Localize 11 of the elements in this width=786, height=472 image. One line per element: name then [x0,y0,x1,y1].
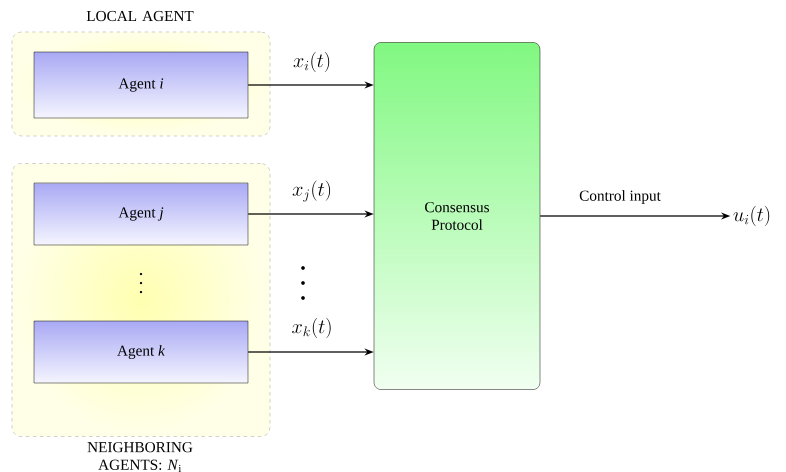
agent-box: Agentj [34,182,248,246]
edge-label: Control input [580,190,661,204]
group-heading: LOCAL AGENT [86,10,194,22]
edge-label: $x_k(t)$ [292,318,331,338]
protocol-box: Consensus Protocol [374,42,540,390]
edge-label: $x_i(t)$ [294,52,330,72]
output-signal: $u_i(t)$ [734,206,770,226]
group-heading: NEIGHBORING AGENTS: N$_{i}$ [88,442,192,472]
agent-box: Agent k [34,320,248,384]
agent-box: Agent i [34,52,248,118]
edge-label: $x_j(t)$ [292,180,330,202]
